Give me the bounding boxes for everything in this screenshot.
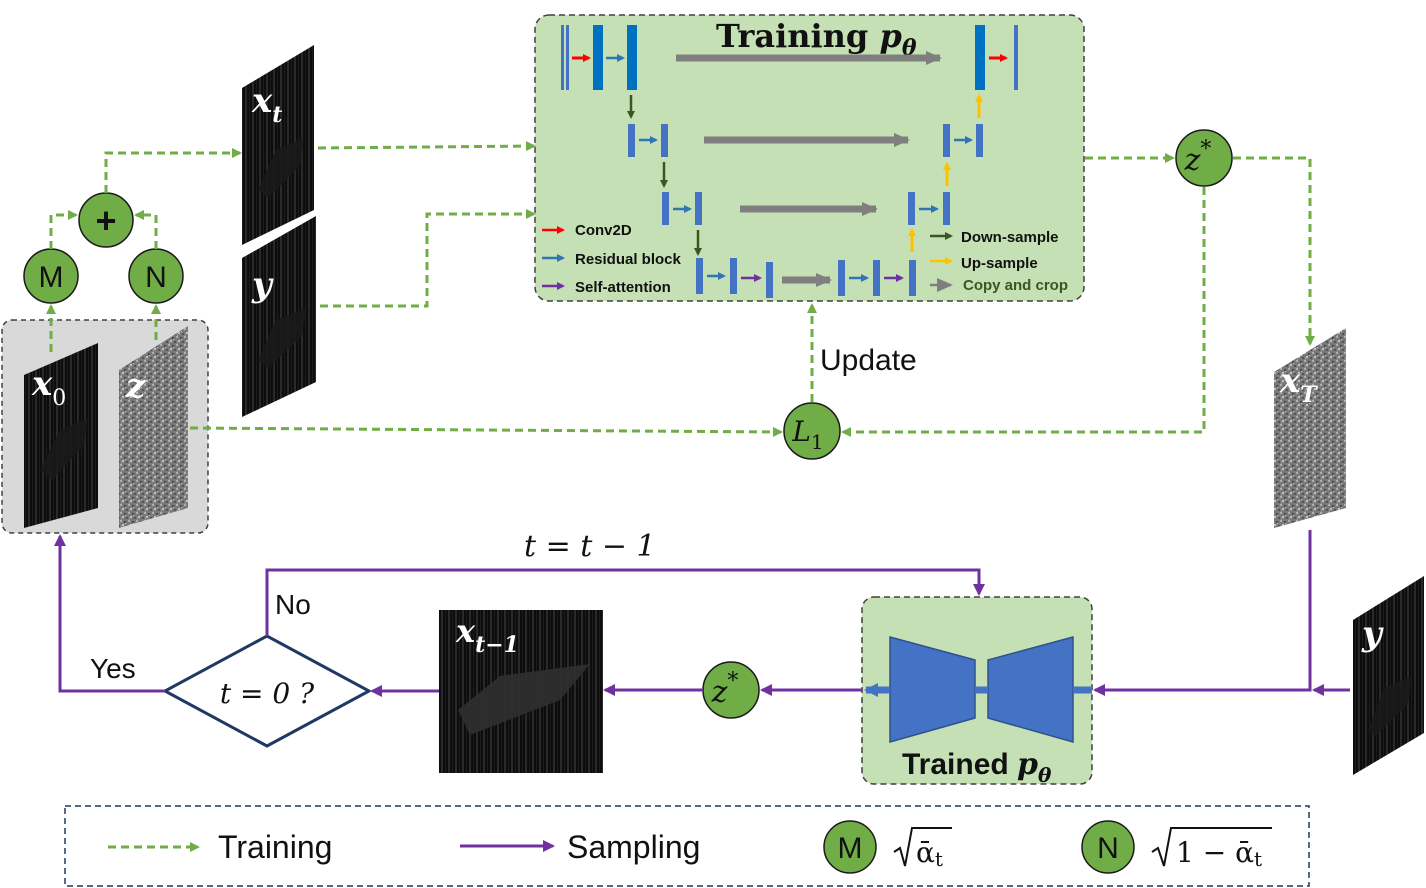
no-label: No <box>275 589 311 620</box>
legend-m-formula: ᾱt <box>893 827 952 871</box>
unet-decoder-level1 <box>975 25 1018 90</box>
image-z-noise: z <box>119 326 188 528</box>
svg-text:+: + <box>95 200 116 241</box>
node-plus: + <box>78 192 134 248</box>
svg-text:xt−1: xt−1 <box>455 612 519 658</box>
svg-text:y: y <box>251 265 274 305</box>
unet-decoder-level2 <box>943 124 983 157</box>
node-z-star-top: z* <box>1175 129 1233 187</box>
legend-residual: Residual block <box>575 251 682 268</box>
unet-encoder-level1 <box>561 25 637 90</box>
svg-text:N: N <box>1097 832 1119 865</box>
legend-up: Up-sample <box>961 255 1038 272</box>
legend-node-m: M <box>823 820 877 874</box>
svg-text:1 − ᾱt: 1 − ᾱt <box>1176 836 1262 871</box>
yes-label: Yes <box>90 653 136 684</box>
svg-text:L1: L1 <box>791 415 823 454</box>
image-xt: xt <box>242 45 314 245</box>
trained-decoder-shape <box>987 636 1074 743</box>
node-m: M <box>23 248 79 304</box>
legend-training-label: Training <box>218 829 332 865</box>
training-arrows <box>46 141 1315 437</box>
image-y-right: y <box>1353 576 1424 775</box>
training-title: Training pθ <box>716 17 917 61</box>
svg-text:xt: xt <box>251 81 282 128</box>
unet-decoder-level3 <box>908 192 950 225</box>
legend-copy: Copy and crop <box>963 277 1068 294</box>
svg-text:y: y <box>1361 614 1384 654</box>
legend-n-formula: 1 − ᾱt <box>1151 827 1272 871</box>
image-xt-minus-1: xt−1 <box>439 610 603 773</box>
legend-attention: Self-attention <box>575 279 671 296</box>
image-y: y <box>242 216 316 417</box>
node-l1: L1 <box>783 402 841 460</box>
svg-text:xT: xT <box>1279 361 1318 408</box>
svg-text:ᾱt: ᾱt <box>916 836 943 871</box>
unet-encoder-level2 <box>628 124 668 157</box>
legend-down: Down-sample <box>961 229 1059 246</box>
legend-sampling-label: Sampling <box>567 829 700 865</box>
legend-node-n: N <box>1081 820 1135 874</box>
unet-legend: Conv2D Residual block Self-attention Dow… <box>542 222 1068 296</box>
legend-conv2d: Conv2D <box>575 222 632 239</box>
svg-text:M: M <box>838 832 863 865</box>
image-x0: x0 <box>24 343 98 528</box>
svg-text:x0: x0 <box>31 364 66 411</box>
sampling-arrows <box>54 530 1350 697</box>
svg-text:t = 0 ?: t = 0 ? <box>220 677 315 710</box>
svg-text:N: N <box>145 261 167 294</box>
t-update-label: t = t − 1 <box>524 529 656 564</box>
svg-text:z*: z* <box>1184 137 1212 178</box>
decision-diamond: t = 0 ? <box>161 634 373 748</box>
training-panel <box>534 14 1085 302</box>
svg-text:M: M <box>39 261 64 294</box>
svg-text:z: z <box>125 366 146 406</box>
svg-text:z*: z* <box>711 669 739 710</box>
update-label: Update <box>820 344 917 377</box>
trained-label: Trained pθ <box>902 747 1052 787</box>
node-z-star-bottom: z* <box>702 661 760 719</box>
unet-encoder-level3 <box>662 192 702 225</box>
trained-encoder-shape <box>889 636 976 743</box>
image-xT-noise: xT <box>1274 328 1346 528</box>
node-n: N <box>128 248 184 304</box>
unet-bottleneck <box>696 258 916 298</box>
